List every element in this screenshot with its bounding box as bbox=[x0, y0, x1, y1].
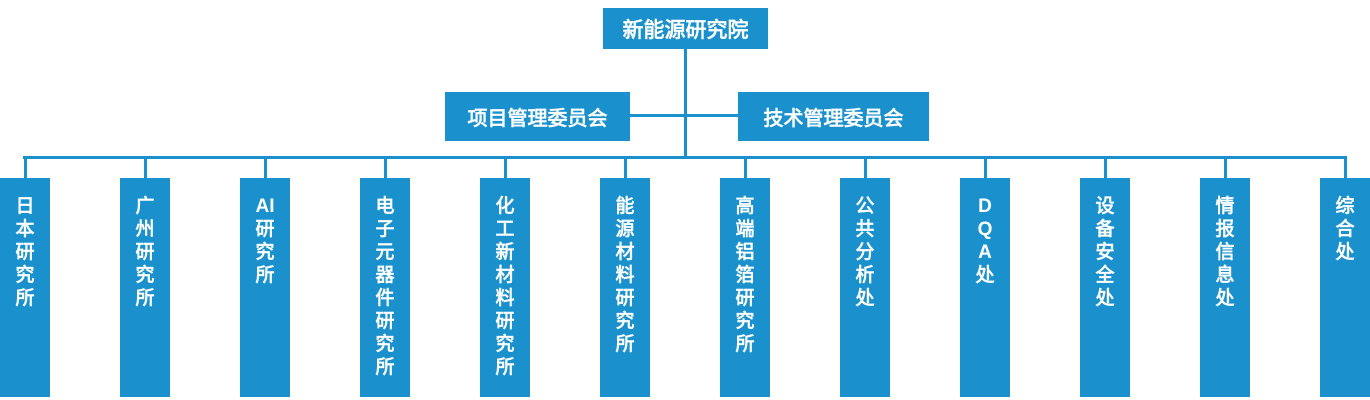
org-node-technology-management-committee: 技术管理委员会 bbox=[738, 92, 929, 141]
org-node-root: 新能源研究院 bbox=[603, 8, 768, 49]
department-label-line: 料 bbox=[495, 288, 515, 309]
department-label-line: 材 bbox=[495, 265, 515, 286]
department-label-line: 研 bbox=[135, 242, 155, 263]
department-label-line: 共 bbox=[855, 219, 875, 240]
department-label-line: 件 bbox=[375, 288, 395, 309]
org-node-department: 广州研究所 bbox=[120, 178, 170, 397]
connector-stub bbox=[863, 156, 867, 178]
department-label-line: 息 bbox=[1215, 265, 1235, 286]
department-label-line: 究 bbox=[375, 334, 395, 355]
department-label-line: 研 bbox=[495, 311, 515, 332]
department-label-line: 元 bbox=[375, 242, 395, 263]
department-label-line: 安 bbox=[1095, 242, 1115, 263]
department-label-line: 料 bbox=[615, 265, 635, 286]
org-node-department: 情报信息处 bbox=[1200, 178, 1250, 397]
connector-horizontal-rail bbox=[23, 156, 1347, 159]
connector-stub bbox=[1223, 156, 1227, 178]
department-label-line: 化 bbox=[495, 196, 515, 217]
connector-stub bbox=[1343, 156, 1347, 178]
department-label-line: 报 bbox=[1215, 219, 1235, 240]
department-label-line: 子 bbox=[375, 219, 395, 240]
connector-stub bbox=[743, 156, 747, 178]
department-label-line: 合 bbox=[1335, 219, 1355, 240]
connector-root-drop-line bbox=[684, 49, 687, 159]
department-label-line: 究 bbox=[135, 265, 155, 286]
department-label-line: 广 bbox=[135, 196, 155, 217]
department-label-line: 处 bbox=[855, 288, 875, 309]
department-label-line: 究 bbox=[495, 334, 515, 355]
department-label-line: 铝 bbox=[735, 242, 755, 263]
department-label-line: 所 bbox=[375, 357, 395, 378]
department-label-line: 设 bbox=[1095, 196, 1115, 217]
department-label-line: 所 bbox=[615, 334, 635, 355]
department-label-line: 源 bbox=[615, 219, 635, 240]
department-label-line: 州 bbox=[135, 219, 155, 240]
department-label-line: 处 bbox=[1215, 288, 1235, 309]
connector-stub bbox=[983, 156, 987, 178]
org-node-department: 公共分析处 bbox=[840, 178, 890, 397]
department-label-line: 所 bbox=[495, 357, 515, 378]
department-label-line: 处 bbox=[1095, 288, 1115, 309]
department-label-line: 研 bbox=[735, 288, 755, 309]
department-label-line: 高 bbox=[735, 196, 755, 217]
department-label-line: 器 bbox=[375, 265, 395, 286]
org-node-department: 综合处 bbox=[1320, 178, 1370, 397]
department-label-line: 所 bbox=[15, 288, 35, 309]
org-node-department: 日本研究所 bbox=[0, 178, 50, 397]
department-label-line: 日 bbox=[15, 196, 35, 217]
department-label-line: D bbox=[978, 196, 992, 217]
connector-stub bbox=[1103, 156, 1107, 178]
org-node-department: 化工新材料研究所 bbox=[480, 178, 530, 397]
department-label-line: 工 bbox=[495, 219, 515, 240]
org-node-department: 能源材料研究所 bbox=[600, 178, 650, 397]
department-label-line: AI bbox=[255, 196, 275, 217]
connector-stub bbox=[23, 156, 27, 178]
department-label-line: 本 bbox=[15, 219, 35, 240]
department-label-line: 端 bbox=[735, 219, 755, 240]
department-label-line: 研 bbox=[15, 242, 35, 263]
department-label-line: 究 bbox=[255, 242, 275, 263]
department-label-line: 备 bbox=[1095, 219, 1115, 240]
department-label-line: 情 bbox=[1215, 196, 1235, 217]
department-label-line: 新 bbox=[495, 242, 515, 263]
org-node-department: 高端铝箔研究所 bbox=[720, 178, 770, 397]
org-node-department: 电子元器件研究所 bbox=[360, 178, 410, 397]
org-node-project-management-committee: 项目管理委员会 bbox=[445, 92, 630, 141]
department-label-line: 全 bbox=[1095, 265, 1115, 286]
department-label-line: 研 bbox=[615, 288, 635, 309]
department-label-line: 所 bbox=[135, 288, 155, 309]
department-label-line: 处 bbox=[975, 265, 995, 286]
connector-stub bbox=[383, 156, 387, 178]
department-label-line: 综 bbox=[1335, 196, 1355, 217]
department-label-line: 能 bbox=[615, 196, 635, 217]
department-label-line: 研 bbox=[255, 219, 275, 240]
department-label-line: A bbox=[978, 242, 992, 263]
department-label-line: 研 bbox=[375, 311, 395, 332]
department-label-line: 究 bbox=[15, 265, 35, 286]
department-label-line: 处 bbox=[1335, 242, 1355, 263]
department-label-line: 析 bbox=[855, 265, 875, 286]
department-label-line: 所 bbox=[255, 265, 275, 286]
department-label-line: 箔 bbox=[735, 265, 755, 286]
department-label-line: 信 bbox=[1215, 242, 1235, 263]
department-label-line: 分 bbox=[855, 242, 875, 263]
org-node-department: 设备安全处 bbox=[1080, 178, 1130, 397]
connector-committee-line bbox=[630, 114, 738, 117]
department-label-line: 究 bbox=[615, 311, 635, 332]
department-label-line: 所 bbox=[735, 334, 755, 355]
department-label-line: 究 bbox=[735, 311, 755, 332]
connector-stub bbox=[143, 156, 147, 178]
department-label-line: 材 bbox=[615, 242, 635, 263]
department-label-line: Q bbox=[977, 219, 993, 240]
department-label-line: 电 bbox=[375, 196, 395, 217]
connector-stub bbox=[503, 156, 507, 178]
department-label-line: 公 bbox=[855, 196, 875, 217]
connector-stub bbox=[263, 156, 267, 178]
connector-stub bbox=[623, 156, 627, 178]
